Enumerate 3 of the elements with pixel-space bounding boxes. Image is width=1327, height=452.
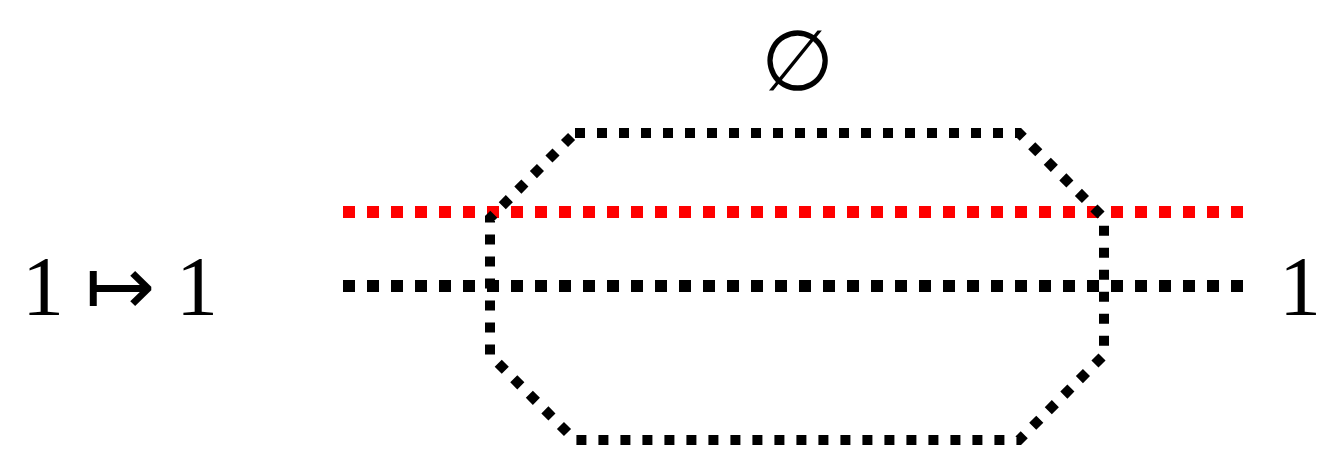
output-label: 1: [1279, 245, 1321, 329]
empty-set-label: ∅: [760, 20, 834, 104]
map-label: 1 ↦ 1: [22, 245, 218, 329]
